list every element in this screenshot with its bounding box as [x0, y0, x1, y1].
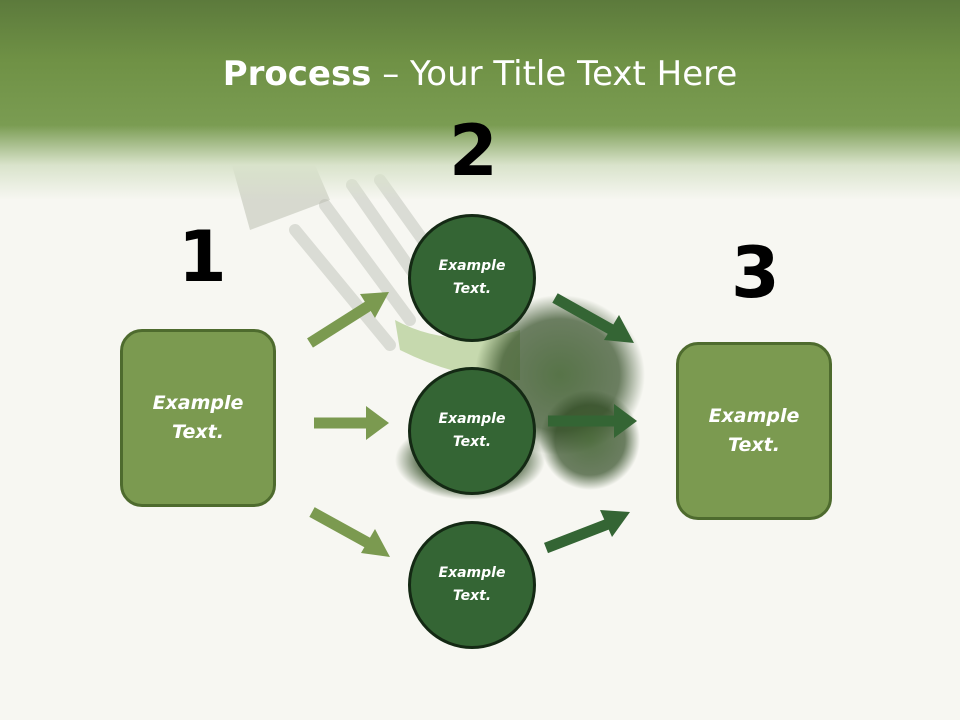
arrow-left-to-top [307, 292, 389, 348]
arrow-middle-to-right [548, 404, 637, 438]
circle-bottom: Example Text. [408, 521, 536, 649]
circle-bottom-label: Example Text. [438, 565, 506, 604]
right-step-box: Example Text. [676, 342, 832, 520]
circle-top: Example Text. [408, 214, 536, 342]
right-box-label: Example Text. [708, 405, 800, 456]
arrow-left-to-middle [314, 406, 389, 440]
step-number-3: 3 [731, 232, 780, 314]
circle-middle-label: Example Text. [438, 411, 506, 450]
circle-middle: Example Text. [408, 367, 536, 495]
slide-title: Process – Your Title Text Here [0, 52, 960, 96]
title-bold: Process [222, 54, 372, 94]
header-band [0, 0, 960, 200]
left-step-box: Example Text. [120, 329, 276, 507]
arrow-bottom-to-right [544, 510, 630, 554]
step-number-1: 1 [178, 216, 227, 298]
title-rest: – Your Title Text Here [371, 54, 738, 94]
circle-top-label: Example Text. [438, 258, 506, 297]
step-number-2: 2 [449, 110, 498, 192]
arrow-top-to-right [552, 293, 634, 343]
left-box-label: Example Text. [152, 392, 244, 443]
arrow-left-to-bottom [309, 507, 390, 557]
